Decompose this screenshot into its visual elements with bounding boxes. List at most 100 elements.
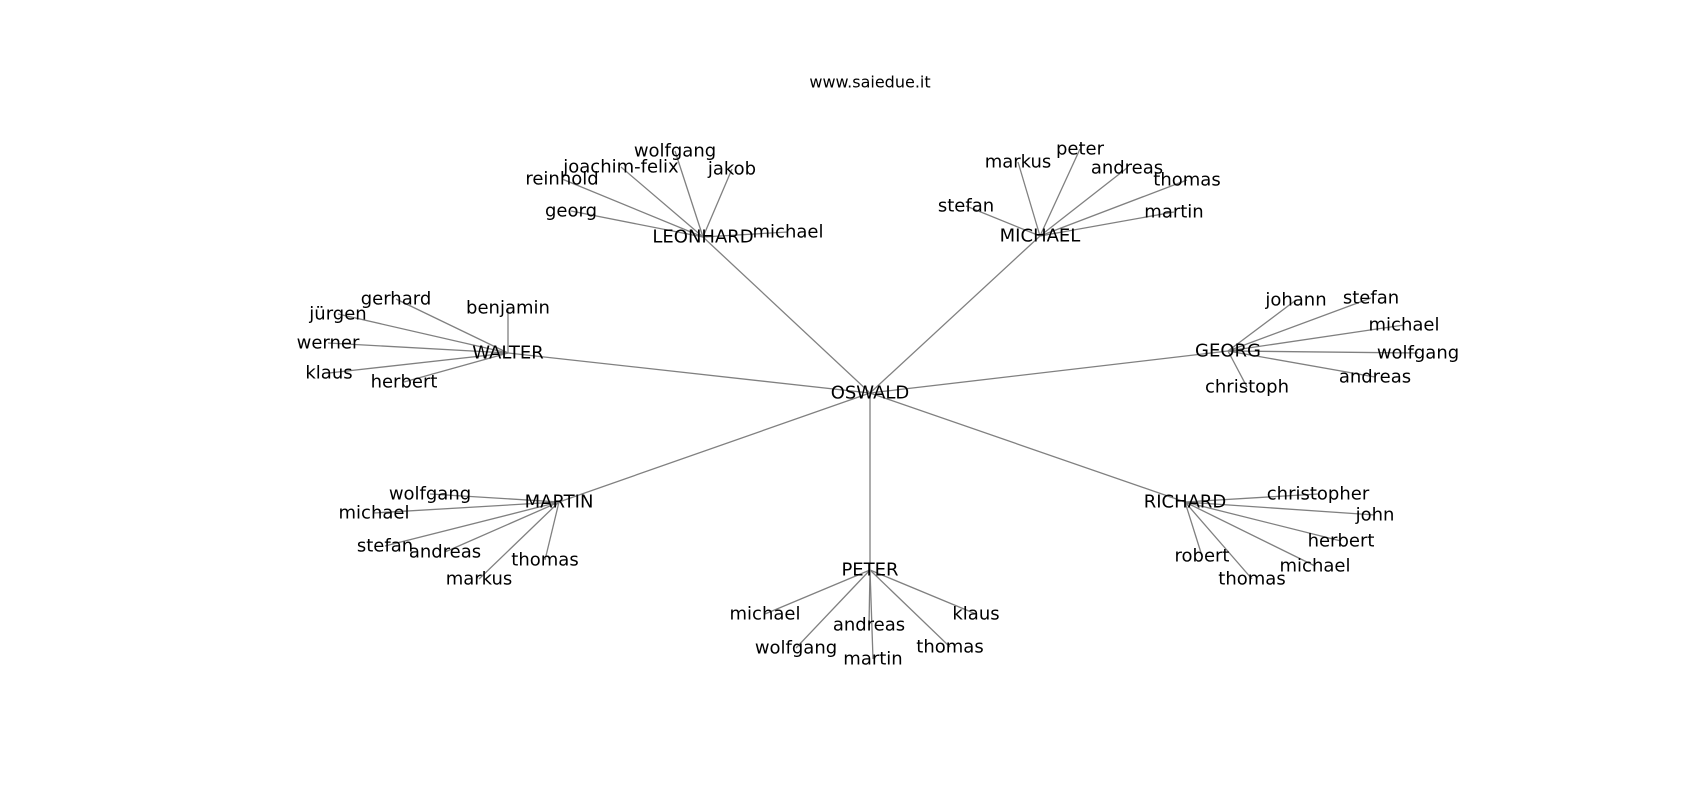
leaf-node-label: michael: [339, 503, 410, 524]
edge-walter-3: [328, 352, 509, 374]
edge-richard-4: [1184, 501, 1253, 580]
edge-walter-4: [403, 352, 509, 383]
edge-root-walter: [507, 352, 871, 394]
leaf-node-label: andreas: [1091, 158, 1163, 179]
leaf-node-label: reinhold: [525, 169, 598, 190]
leaf-node-label: michael: [730, 604, 801, 625]
leaf-node-label: wolfgang: [1377, 343, 1459, 364]
edge-richard-5: [1184, 501, 1203, 557]
leaf-node-label: werner: [297, 333, 360, 354]
edge-michael-1: [1017, 161, 1041, 237]
edge-root-leonhard: [702, 236, 871, 394]
leaf-node-label: jürgen: [308, 304, 366, 325]
leaf-node-label: johann: [1264, 290, 1326, 311]
leaf-node-label: stefan: [938, 196, 994, 217]
leaf-node-label: markus: [446, 569, 513, 590]
edge-georg-5: [1227, 350, 1248, 388]
leaf-node-label: michael: [753, 222, 824, 243]
edge-walter-0: [395, 298, 509, 354]
hub-node-label: WALTER: [472, 343, 544, 364]
hub-node-label: MARTIN: [525, 492, 594, 513]
leaf-node-label: andreas: [409, 542, 481, 563]
leaf-node-label: andreas: [833, 615, 905, 636]
edge-martin-3: [444, 501, 560, 553]
edge-layer: [327, 148, 1419, 660]
edge-leonhard-0: [570, 210, 704, 238]
edge-root-michael: [869, 235, 1041, 394]
edge-michael-3: [1039, 167, 1128, 237]
edge-root-richard: [869, 392, 1186, 503]
site-title: www.saiedue.it: [809, 73, 930, 92]
edge-michael-5: [1039, 211, 1175, 237]
label-layer: www.saiedue.it OSWALD LEONHARD georg reinho…: [297, 73, 1460, 670]
edge-martin-0: [429, 493, 560, 503]
hub-node-label: LEONHARD: [652, 227, 753, 248]
leaf-node-label: christoph: [1205, 377, 1289, 398]
edge-peter-0: [764, 569, 871, 615]
root-node-label: OSWALD: [831, 383, 910, 404]
edge-georg-3: [1227, 350, 1419, 354]
leaf-node-label: markus: [985, 152, 1052, 173]
edge-michael-4: [1039, 179, 1188, 237]
edge-leonhard-3: [674, 150, 704, 238]
leaf-node-label: stefan: [357, 536, 413, 557]
edge-peter-5: [869, 569, 977, 615]
edge-leonhard-1: [561, 178, 704, 238]
edge-peter-1: [795, 569, 871, 649]
hub-node-label: MICHAEL: [1000, 226, 1081, 247]
edge-richard-3: [1184, 501, 1316, 567]
leaf-node-label: wolfgang: [755, 638, 837, 659]
hub-node-label: PETER: [841, 560, 898, 581]
leaf-node-label: klaus: [952, 604, 999, 625]
leaf-node-label: martin: [843, 649, 902, 670]
edge-richard-2: [1184, 501, 1342, 542]
edge-martin-2: [384, 501, 560, 547]
leaf-node-label: john: [1355, 505, 1395, 526]
leaf-node-label: thomas: [511, 550, 578, 571]
leaf-node-label: michael: [1369, 315, 1440, 336]
edge-georg-2: [1227, 324, 1405, 352]
leaf-node-label: klaus: [305, 363, 352, 384]
edge-leonhard-2: [620, 166, 704, 238]
leaf-node-label: georg: [545, 201, 597, 222]
leaf-node-label: joachim-felix: [562, 157, 679, 178]
leaf-node-label: herbert: [371, 372, 438, 393]
leaf-node-label: herbert: [1308, 531, 1375, 552]
leaf-node-label: michael: [1280, 556, 1351, 577]
leaf-node-label: robert: [1175, 546, 1230, 567]
hub-node-label: GEORG: [1195, 341, 1261, 362]
leaf-node-label: martin: [1144, 202, 1203, 223]
leaf-node-label: stefan: [1343, 288, 1399, 309]
leaf-node-label: jakob: [707, 159, 756, 180]
edge-georg-1: [1227, 297, 1372, 352]
hub-node-label: RICHARD: [1144, 492, 1227, 513]
edge-martin-4: [478, 501, 560, 580]
edge-walter-1: [337, 313, 509, 354]
edge-georg-0: [1227, 299, 1297, 352]
leaf-node-label: gerhard: [361, 289, 432, 310]
leaf-node-label: thomas: [1218, 569, 1285, 590]
edge-root-georg: [869, 350, 1229, 394]
leaf-node-label: wolfgang: [389, 484, 471, 505]
leaf-node-label: andreas: [1339, 367, 1411, 388]
edge-martin-5: [544, 501, 560, 561]
edge-michael-0: [965, 205, 1041, 237]
edge-richard-1: [1184, 501, 1376, 516]
edge-leonhard-5: [702, 231, 789, 238]
leaf-node-label: peter: [1056, 139, 1105, 160]
edge-peter-4: [869, 569, 951, 648]
edge-richard-0: [1184, 493, 1319, 503]
leaf-node-label: wolfgang: [634, 141, 716, 162]
leaf-node-label: thomas: [1153, 170, 1220, 191]
edge-root-martin: [558, 392, 871, 503]
edge-michael-2: [1039, 148, 1081, 237]
edge-peter-3: [869, 569, 874, 660]
edge-martin-1: [373, 501, 560, 514]
leaf-node-label: christopher: [1267, 484, 1370, 505]
leaf-node-label: benjamin: [466, 298, 550, 319]
edge-georg-4: [1227, 350, 1376, 378]
leaf-node-label: thomas: [916, 637, 983, 658]
edge-walter-2: [327, 342, 509, 354]
edge-leonhard-4: [702, 168, 733, 238]
